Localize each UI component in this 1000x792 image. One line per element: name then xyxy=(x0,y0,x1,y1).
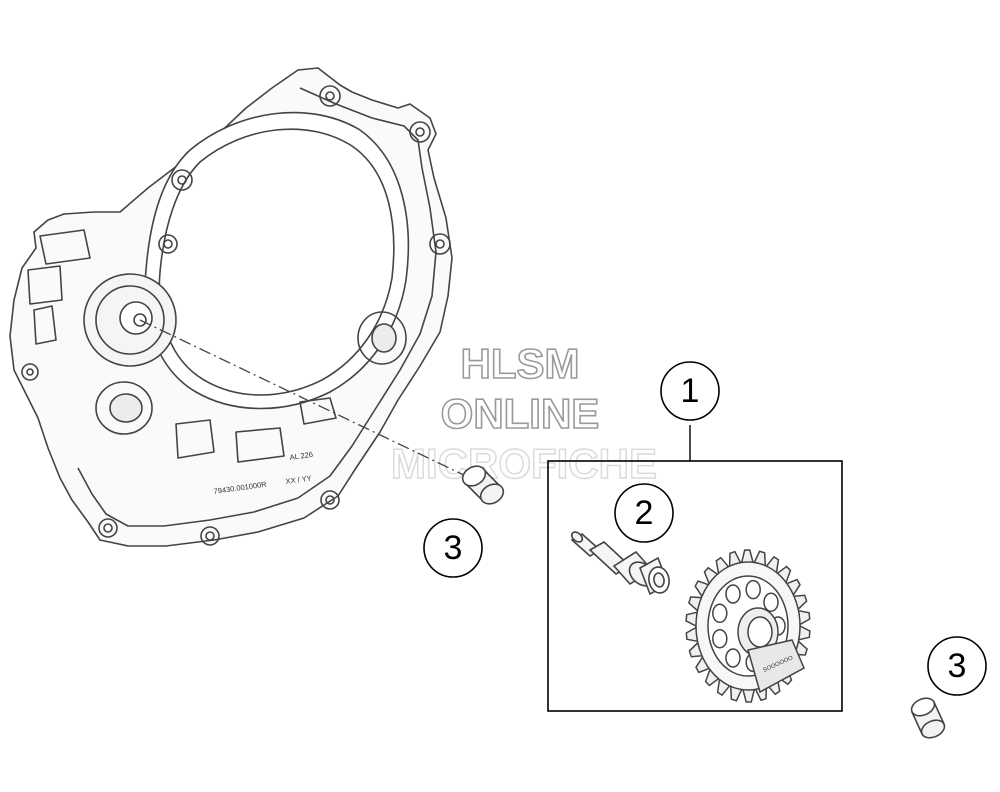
kickstart-gear: SOOOOOO xyxy=(685,549,811,703)
callout-3-right: 3 xyxy=(927,636,987,696)
assembly-box xyxy=(547,460,843,712)
bushing-left xyxy=(461,465,505,505)
gear-hole xyxy=(712,628,728,649)
gear-hole xyxy=(725,584,741,604)
watermark-line-1: HLSM xyxy=(461,340,580,387)
cover-date-code: XX / YY xyxy=(285,473,312,486)
shaft xyxy=(570,531,670,596)
gear-hole xyxy=(763,592,779,612)
callout-1: 1 xyxy=(660,361,720,421)
callout-1-label: 1 xyxy=(681,372,700,410)
bushing-right xyxy=(910,697,946,739)
gear-hole xyxy=(725,648,741,668)
clutch-cover xyxy=(9,67,453,547)
gear-tooth xyxy=(742,688,756,703)
callout-3-right-label: 3 xyxy=(948,647,967,685)
callout-2-label: 2 xyxy=(635,494,654,532)
gear-hole xyxy=(712,603,728,624)
watermark-line-2: ONLINE xyxy=(441,390,600,437)
assembly-centerline xyxy=(139,319,471,479)
callout-2: 2 xyxy=(614,483,674,543)
gear-hole xyxy=(745,579,761,600)
watermark: HLSM ONLINE MICROFICHE xyxy=(390,339,657,488)
watermark-line-3: MICROFICHE xyxy=(391,440,657,487)
cover-alloy-mark: AL 226 xyxy=(289,450,314,462)
callout-3-left-label: 3 xyxy=(444,529,463,567)
callout-3-left: 3 xyxy=(423,518,483,578)
gear-tooth xyxy=(740,549,754,564)
